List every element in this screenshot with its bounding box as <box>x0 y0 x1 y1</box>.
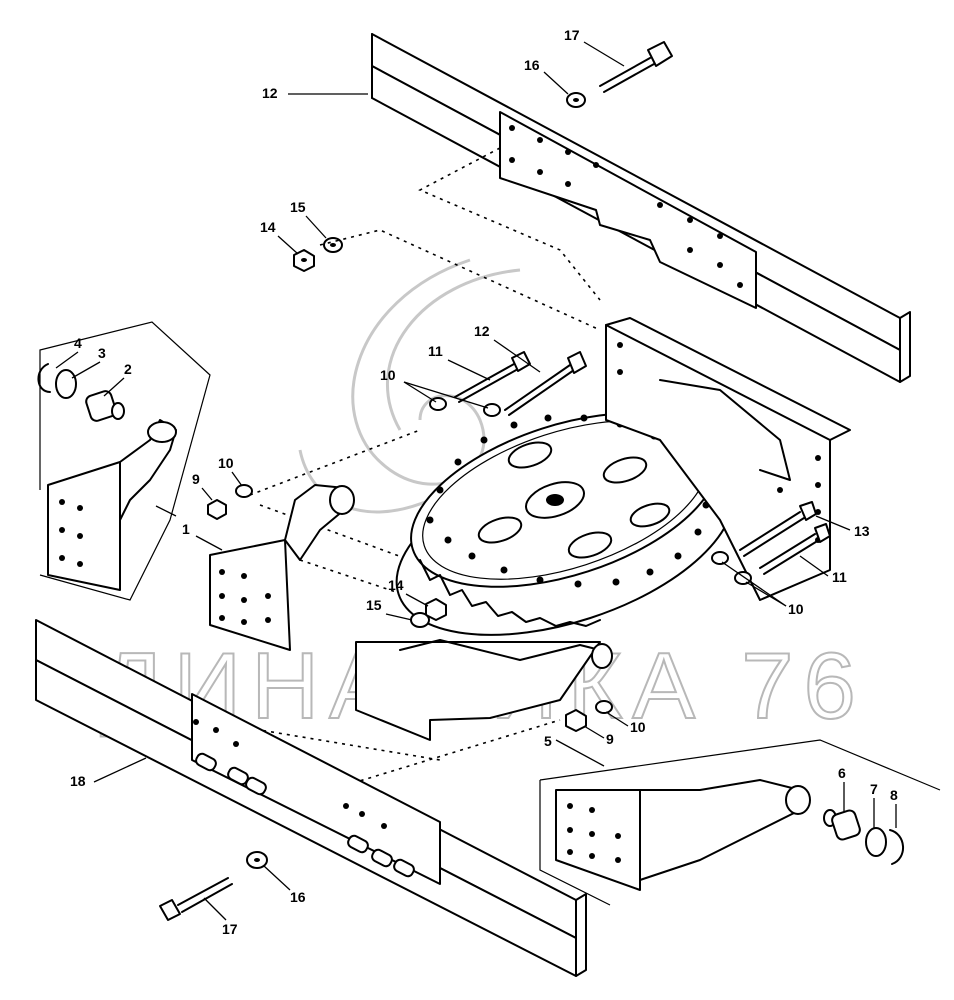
svg-text:7: 7 <box>870 781 878 797</box>
callout-16-top: 16 <box>524 57 569 95</box>
svg-text:16: 16 <box>290 889 306 905</box>
callout-4: 4 <box>55 335 82 369</box>
svg-text:10: 10 <box>380 367 396 383</box>
callout-6: 6 <box>838 765 846 812</box>
svg-text:14: 14 <box>388 577 404 593</box>
mount-bracket-1 <box>209 484 355 651</box>
svg-text:14: 14 <box>260 219 276 235</box>
svg-text:17: 17 <box>564 27 580 43</box>
callout-labels: 12 17 16 15 14 12 11 10 <box>55 27 898 937</box>
svg-text:15: 15 <box>366 597 382 613</box>
bolt-17-bottom <box>159 877 233 921</box>
callout-5: 5 <box>544 733 605 767</box>
callout-16-bottom: 16 <box>263 865 306 905</box>
bolt-12-right <box>739 501 817 557</box>
box-outline-right <box>539 739 941 906</box>
washer-10-lower <box>595 700 613 714</box>
svg-text:6: 6 <box>838 765 846 781</box>
callout-10-lower: 10 <box>605 711 646 735</box>
svg-text:10: 10 <box>630 719 646 735</box>
svg-text:2: 2 <box>124 361 132 377</box>
bolt-11-right <box>759 523 831 575</box>
nut-14-top <box>293 249 315 272</box>
callout-8: 8 <box>890 787 898 828</box>
lower-frame-beam <box>35 619 587 977</box>
callout-13: 12 <box>262 85 368 101</box>
callout-2: 2 <box>103 361 132 397</box>
svg-text:18: 18 <box>70 773 86 789</box>
svg-text:11: 11 <box>832 569 847 585</box>
svg-text:15: 15 <box>290 199 306 215</box>
callout-10-right: 10 <box>721 561 804 617</box>
callout-9-lower: 9 <box>583 725 614 747</box>
washer-15-mid <box>410 612 430 628</box>
svg-text:9: 9 <box>606 731 614 747</box>
svg-text:12: 12 <box>474 323 490 339</box>
svg-text:11: 11 <box>428 343 443 359</box>
callout-10-upper: 10 <box>380 367 489 409</box>
callout-12-upper: 12 <box>474 323 541 373</box>
mount-6-holes <box>567 803 621 863</box>
snap-ring-4 <box>37 363 51 393</box>
upper-frame-beam <box>371 33 911 383</box>
callout-11-right: 11 <box>799 555 847 585</box>
mount-bracket-6 <box>555 779 811 891</box>
washer-15-top <box>323 237 343 253</box>
mount-bracket-1-boxed <box>47 419 177 591</box>
box-outline-left <box>39 321 211 601</box>
svg-text:12: 12 <box>262 85 278 101</box>
slewing-ring <box>395 412 735 636</box>
callout-9-left: 9 <box>192 471 213 501</box>
callout-7: 7 <box>870 781 878 828</box>
callout-3: 3 <box>71 345 106 379</box>
svg-text:16: 16 <box>524 57 540 73</box>
bolt-17-top <box>599 41 673 93</box>
bracket-holes <box>59 499 83 567</box>
svg-text:10: 10 <box>218 455 234 471</box>
callout-12-right: 13 <box>815 515 870 539</box>
callout-17-bottom: 17 <box>203 897 238 937</box>
callout-1: 1 <box>155 505 223 551</box>
ring-3 <box>55 369 77 399</box>
snap-ring-8 <box>889 829 904 865</box>
svg-text:4: 4 <box>74 335 82 351</box>
mount-holes <box>219 569 271 625</box>
callout-15-top: 15 <box>290 199 327 239</box>
svg-text:3: 3 <box>98 345 106 361</box>
svg-text:1: 1 <box>182 521 190 537</box>
washer-16-bottom <box>246 851 268 869</box>
washer-16-top <box>566 92 586 108</box>
ring-7 <box>865 827 887 857</box>
nut-9-lower <box>565 709 587 732</box>
bushing-6 <box>823 809 861 841</box>
washer-10-right <box>711 551 752 585</box>
bushing-2 <box>85 390 125 422</box>
nut-9-left <box>207 499 227 520</box>
svg-text:10: 10 <box>788 601 804 617</box>
callout-11-upper: 11 <box>428 343 491 381</box>
washer-10-left <box>235 484 253 498</box>
callout-18: 18 <box>70 757 147 789</box>
svg-text:9: 9 <box>192 471 200 487</box>
lower-beam-pins <box>193 719 415 878</box>
mount-bracket-5 <box>355 639 613 741</box>
bolt-11-upper <box>454 351 531 403</box>
svg-text:8: 8 <box>890 787 898 803</box>
svg-text:5: 5 <box>544 733 552 749</box>
callout-17-top: 17 <box>564 27 625 67</box>
callout-10-left: 10 <box>218 455 243 487</box>
svg-text:13: 13 <box>854 523 870 539</box>
callout-14-mid: 14 <box>388 577 429 607</box>
washer-10-upper <box>429 397 501 417</box>
callout-15-mid: 15 <box>366 597 413 621</box>
bolt-12-upper <box>504 351 587 416</box>
svg-text:17: 17 <box>222 921 238 937</box>
callout-14-top: 14 <box>260 219 299 255</box>
plate-bolt-holes <box>509 125 743 288</box>
